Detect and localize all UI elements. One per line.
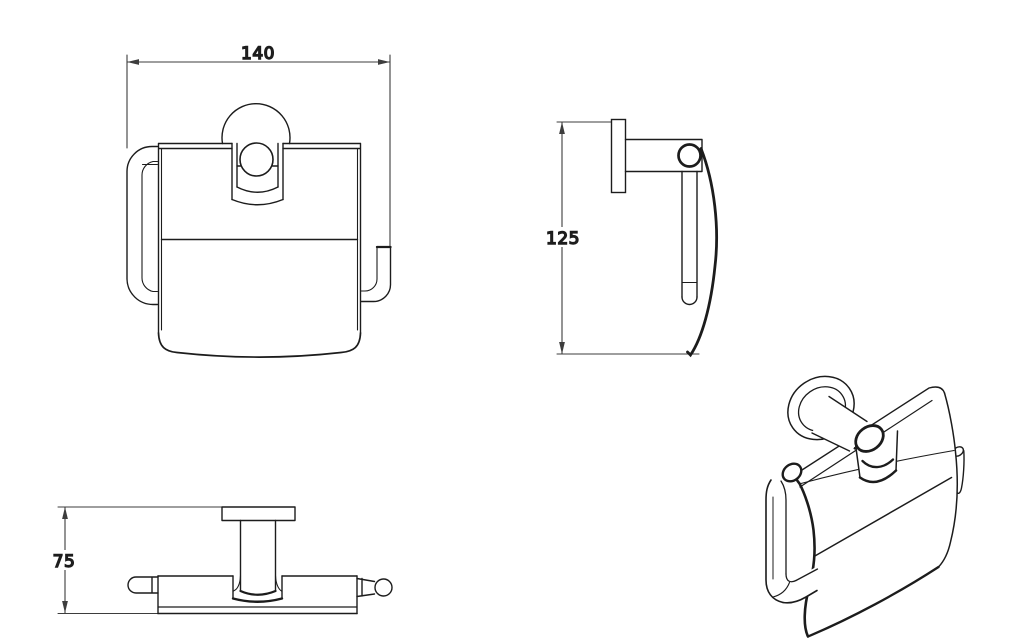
bottom-rollbar-left: [127, 576, 159, 594]
arrow-140-left: [127, 59, 139, 65]
persp-rollbar-bottom-top-edge: [795, 568, 819, 582]
arrow-140-right: [378, 59, 390, 65]
front-hinge-bracket: [231, 142, 284, 206]
persp-cover: [793, 386, 958, 638]
arrow-125-top: [559, 122, 565, 134]
persp-cover-top-edge: [794, 386, 946, 476]
persp-cover-bottom-edge: [806, 565, 940, 638]
bottom-wall-plate: [221, 506, 296, 522]
front-rosette-arc: [221, 103, 291, 145]
persp-cover-right-edge: [937, 392, 958, 568]
persp-rollbar-left: [765, 462, 819, 604]
arrow-125-bottom: [559, 342, 565, 354]
persp-arm: [811, 395, 868, 453]
arrow-75-top: [62, 507, 68, 519]
front-pivot-circle: [239, 142, 274, 177]
front-top-bar: [158, 142, 361, 150]
front-rollbar-left: [126, 145, 159, 306]
front-cover-bottom-edge: [157, 332, 362, 358]
arrow-75-bottom: [62, 601, 68, 613]
persp-cover-flap-edge: [793, 473, 816, 638]
perspective-view: [765, 375, 965, 638]
bottom-dimension-75: [57, 506, 223, 615]
side-pivot-circle: [677, 143, 702, 168]
side-cover-profile: [686, 147, 718, 358]
bottom-arm-stem: [239, 519, 277, 592]
bottom-hinge-bracket: [231, 575, 284, 603]
side-hanger-bar: [681, 170, 698, 306]
front-cover: [157, 142, 362, 358]
dimension-75-label: 75: [53, 552, 76, 572]
side-wall-plate: [610, 118, 627, 194]
persp-rollbar-corner-arc: [772, 581, 791, 598]
persp-rosette: [787, 375, 855, 441]
dim-75-text-mask: [51, 550, 78, 570]
dimension-140-label: 140: [241, 44, 275, 64]
persp-pivot: [854, 424, 885, 453]
front-view: 140: [126, 43, 392, 358]
front-dimension-140: [126, 54, 391, 247]
bottom-view: 75: [51, 506, 393, 615]
side-arm: [624, 138, 703, 173]
bottom-cover-bar: [157, 575, 358, 615]
persp-rollbar-top-cap: [781, 462, 803, 483]
persp-cover-fold-line: [813, 476, 953, 558]
front-rollbar-right: [360, 245, 392, 303]
side-view: 125: [545, 118, 718, 358]
dimension-125-label: 125: [546, 229, 580, 249]
bottom-rollbar-right: [356, 577, 393, 598]
dim-125-text-mask: [548, 227, 578, 247]
persp-rollbar-bottom-bot-edge: [782, 589, 818, 604]
